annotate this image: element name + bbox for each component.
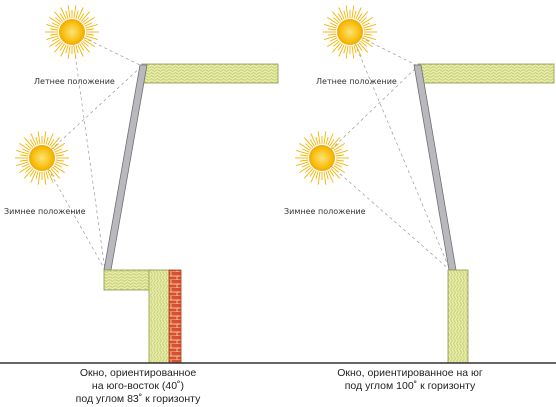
summer-position-label-right: Летнее положение <box>316 77 397 86</box>
left-window-glass <box>103 64 148 271</box>
caption-right: Окно, ориентированное на юг под углом 10… <box>337 367 483 392</box>
left-roof-insulation <box>141 63 279 84</box>
left-brick-wall <box>168 269 182 364</box>
summer-position-label-left: Летнее положение <box>34 77 115 86</box>
winter-position-label-right: Зимнее положение <box>284 207 366 216</box>
winter-sun-left-icon <box>15 131 69 185</box>
caption-left-line-1: Окно, ориентированное <box>80 367 197 379</box>
right-wall-insulation <box>447 269 469 364</box>
right-roof-insulation <box>417 63 555 84</box>
caption-left-line-3: под углом 83˚ к горизонту <box>76 393 201 405</box>
left-assembly <box>103 63 279 364</box>
left-sill-insulation <box>103 269 153 291</box>
summer-sun-right-icon <box>323 5 377 59</box>
caption-left: Окно, ориентированное на юго-восток (40˚… <box>76 367 201 405</box>
caption-right-line-2: под углом 100˚ к горизонту <box>345 380 476 392</box>
right-assembly <box>413 63 555 364</box>
summer-sun-left-icon <box>45 5 99 59</box>
caption-right-line-1: Окно, ориентированное на юг <box>337 367 483 379</box>
winter-sun-right-icon <box>295 131 349 185</box>
left-wall-insulation <box>148 269 170 364</box>
winter-position-label-left: Зимнее положение <box>4 207 86 216</box>
right-window-glass <box>413 64 457 271</box>
caption-left-line-2: на юго-восток (40˚) <box>92 380 184 392</box>
